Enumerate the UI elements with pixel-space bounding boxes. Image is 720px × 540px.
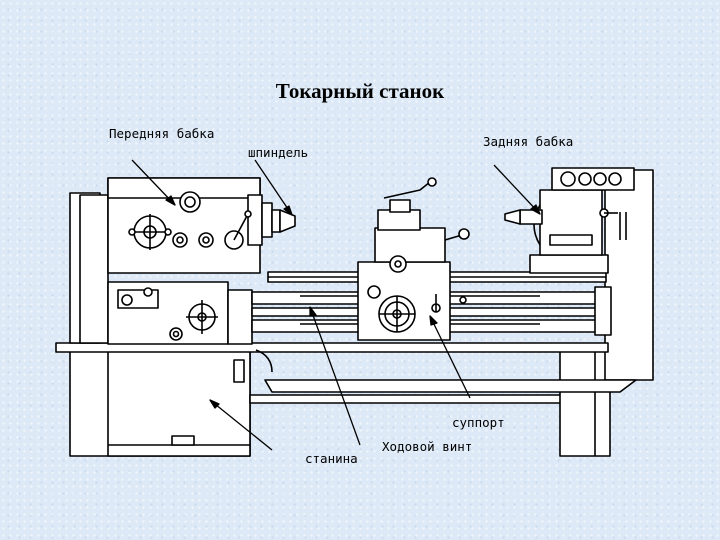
coolant-pipe (255, 349, 273, 373)
diagram-title: Токарный станок (275, 79, 445, 103)
label-spindle: шпиндель (248, 145, 309, 160)
label-tailstock: Задняя бабка (483, 134, 574, 149)
label-bed: станина (305, 451, 358, 466)
headstock-body (69, 177, 296, 344)
tailstock (504, 167, 635, 274)
label-headstock: Передняя бабка (109, 126, 215, 141)
chip-tray (264, 379, 637, 393)
feed-gearbox (107, 281, 253, 345)
label-carriage: суппорт (452, 415, 505, 430)
label-lead-screw: Ходовой винт (382, 439, 473, 454)
leader-lines (131, 159, 541, 451)
